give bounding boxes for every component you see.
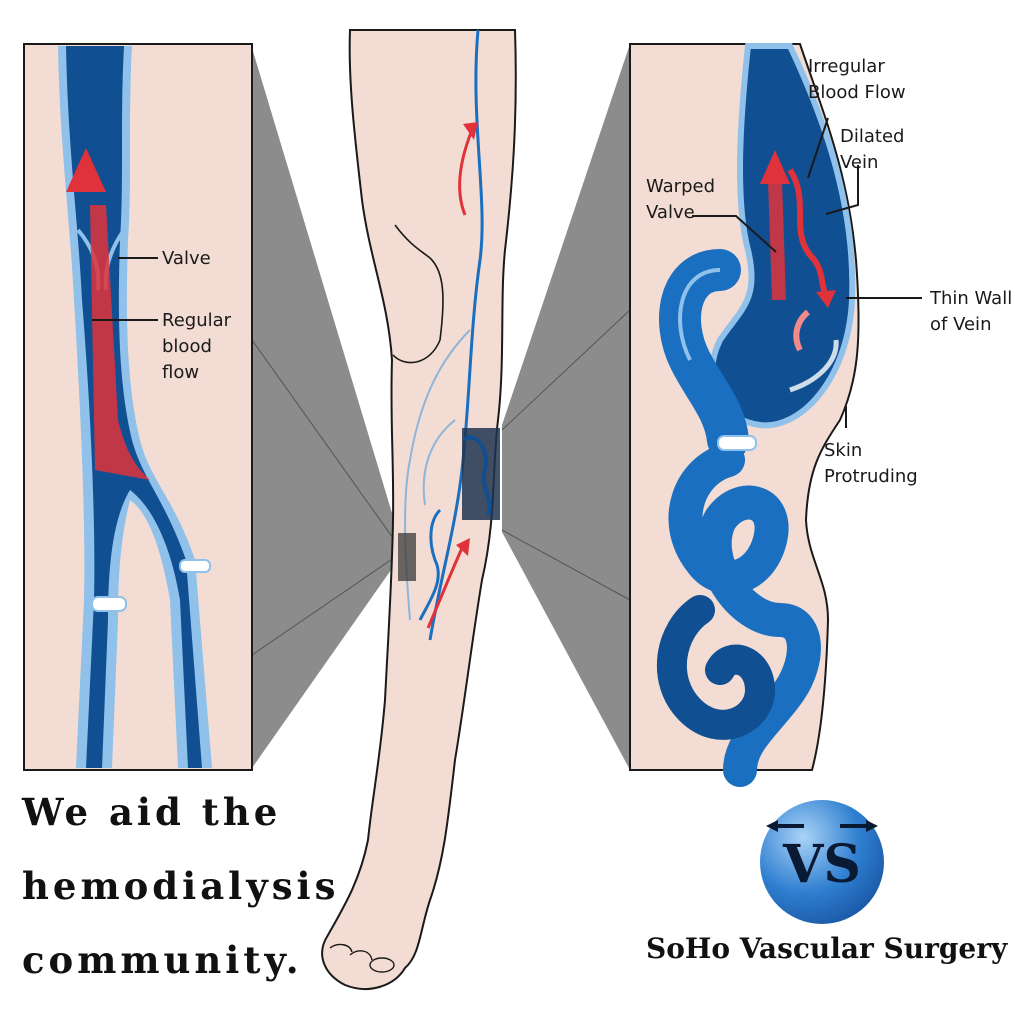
label-irregular-flow-1: Irregular — [808, 56, 885, 77]
brand-logo — [760, 800, 884, 924]
left-panel-healthy-vein — [23, 43, 253, 771]
label-warped-valve-1: Warped — [646, 176, 716, 197]
left-zoom-wedge — [252, 48, 398, 768]
label-skin-protruding-1: Skin — [824, 440, 863, 461]
label-dilated-vein-2: Vein — [840, 152, 879, 173]
label-warped-valve-2: Valve — [646, 202, 695, 223]
right-zoom-wedge — [502, 44, 630, 770]
tagline-line-2: hemodialysis — [22, 864, 340, 908]
logo-letters: VS — [783, 833, 861, 895]
label-thin-wall-1: Thin Wall — [930, 288, 1013, 309]
label-regular-flow-3: flow — [162, 362, 200, 383]
label-thin-wall-2: of Vein — [930, 314, 992, 335]
label-regular-flow-1: Regular — [162, 310, 232, 331]
label-valve: Valve — [162, 248, 211, 269]
label-dilated-vein-1: Dilated — [840, 126, 905, 147]
tagline-line-1: We aid the — [22, 790, 282, 834]
brand-name: SoHo Vascular Surgery — [646, 932, 1008, 965]
label-skin-protruding-2: Protruding — [824, 466, 918, 487]
label-irregular-flow-2: Blood Flow — [808, 82, 906, 103]
leg — [321, 29, 517, 990]
right-panel-varicose-vein — [629, 43, 922, 787]
label-regular-flow-2: blood — [162, 336, 212, 357]
tagline-line-3: community. — [22, 938, 303, 982]
